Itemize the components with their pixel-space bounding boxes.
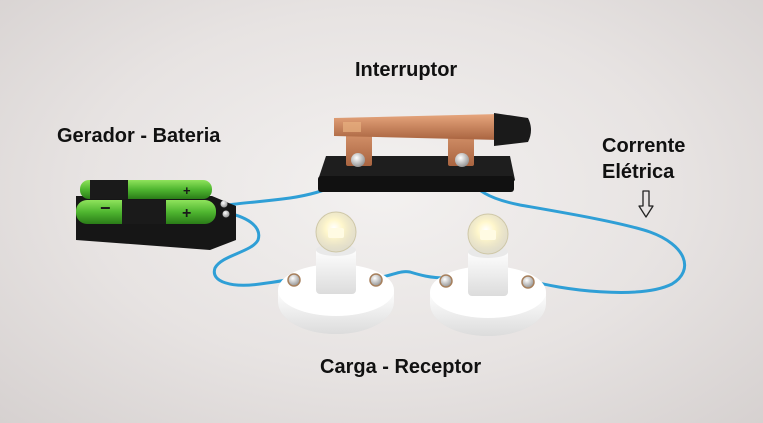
current-label-line2: Elétrica: [602, 161, 675, 183]
switch-blade: [334, 114, 500, 140]
current-label-line1: Corrente: [602, 135, 686, 157]
svg-text:−: −: [100, 198, 111, 218]
wire-battery-to-bulb-left: [212, 211, 298, 287]
arrow-down-outline-icon: [638, 190, 654, 218]
wires: [212, 160, 687, 294]
svg-text:+: +: [182, 205, 191, 222]
bulb-left: [278, 211, 394, 334]
wire-between-bulbs: [374, 270, 448, 280]
current-label: Corrente Elétrica: [602, 133, 685, 185]
generator-label: Gerador - Bateria: [57, 125, 221, 147]
bulb-right: [430, 213, 546, 336]
switch-handle: [494, 113, 531, 146]
svg-text:+: +: [183, 183, 191, 198]
wire-bulb-right-to-switch: [462, 164, 687, 294]
battery-pack: − + +: [76, 180, 236, 250]
knife-switch: [318, 113, 531, 192]
load-label: Carga - Receptor: [320, 356, 482, 378]
switch-label: Interruptor: [355, 59, 458, 81]
